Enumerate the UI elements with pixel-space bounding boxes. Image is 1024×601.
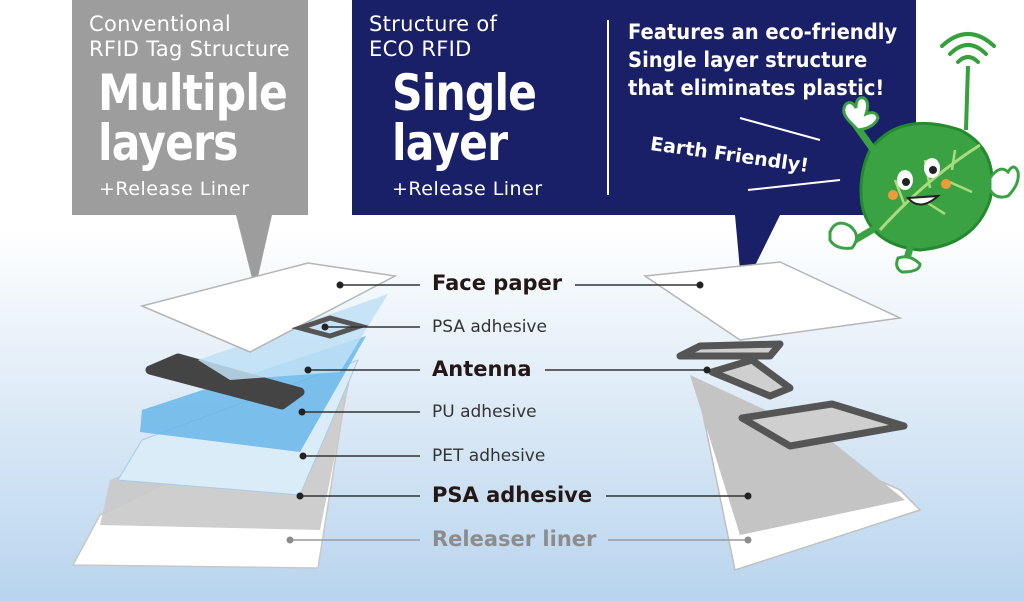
label-antenna: Antenna: [432, 357, 532, 381]
conventional-heading-line1: Multiple: [98, 64, 288, 122]
earth-line-top: [739, 117, 821, 141]
label-releaser-liner: Releaser liner: [432, 527, 597, 551]
conventional-release-note: +Release Liner: [99, 178, 250, 200]
eco-feature-line2: Single layer structure: [628, 48, 868, 72]
right-antenna: [676, 340, 908, 450]
leader-lines: [300, 284, 748, 497]
conventional-callout: [72, 0, 308, 290]
conventional-subtitle-line1: Conventional: [89, 12, 232, 36]
left-layer-psa-top: [198, 294, 388, 380]
conventional-heading: Multiple layers: [98, 64, 288, 172]
eco-subtitle-line2: ECO RFID: [369, 37, 472, 61]
eco-feature-line1: Features an eco-friendly: [628, 20, 898, 44]
earth-line-bottom: [747, 179, 841, 191]
eco-feature-text: Features an eco-friendly Single layer st…: [628, 18, 897, 102]
left-layer-face-paper: [139, 262, 398, 353]
eco-callout: [352, 0, 916, 292]
right-layer-face-paper: [642, 261, 903, 341]
eco-heading: Single layer: [392, 64, 537, 172]
eco-subtitle-line1: Structure of: [369, 12, 498, 36]
eco-feature-line3: that eliminates plastic!: [628, 76, 885, 100]
eco-heading-line2: layer: [392, 114, 508, 172]
label-pu-adhesive: PU adhesive: [432, 402, 537, 422]
conventional-subtitle-line2: RFID Tag Structure: [89, 37, 291, 61]
left-antenna: [145, 353, 305, 410]
conventional-subtitle: Conventional RFID Tag Structure: [89, 12, 290, 62]
eco-heading-line1: Single: [392, 64, 537, 122]
label-psa-adhesive: PSA adhesive: [432, 483, 593, 507]
conventional-heading-line2: layers: [98, 114, 238, 172]
eco-subtitle: Structure of ECO RFID: [369, 12, 497, 62]
leaf-mascot: [828, 32, 1020, 274]
label-face-paper: Face paper: [432, 271, 563, 295]
label-psa-adhesive-thin: PSA adhesive: [432, 317, 547, 337]
label-pet-adhesive: PET adhesive: [432, 446, 546, 466]
eco-release-note: +Release Liner: [392, 178, 543, 200]
left-antenna-chip: [291, 315, 369, 339]
leader-dots: [296, 281, 752, 500]
